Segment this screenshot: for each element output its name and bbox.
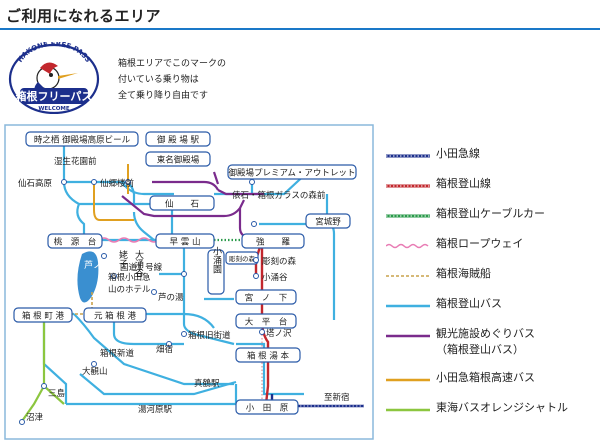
label-okanyama: 大観山: [82, 366, 108, 377]
route-map: 芦ノ湖: [4, 124, 374, 440]
station-hakone-yumoto: 箱 根 湯 本: [235, 347, 301, 363]
station-gotemba-outlet: 御殿場プレミアム・アウトレット: [227, 164, 357, 180]
station-kowakien: [207, 249, 225, 295]
title-divider: [0, 28, 600, 30]
station-gora: 強 羅: [241, 233, 305, 249]
svg-text:仙 石: 仙 石: [165, 199, 199, 210]
label-manazuru: 真鶴駅: [194, 378, 220, 389]
intro-text: 箱根エリアでこのマークの 付いている乗り物は 全て乗り降り自由です: [118, 56, 226, 104]
label-prince: 箱根小田急: [108, 272, 151, 283]
intro-line: 全て乗り降り自由です: [118, 91, 209, 101]
label-shisseikaen: 湿生花園前: [54, 156, 97, 167]
label-prince2: 山のホテル: [108, 284, 151, 295]
svg-text:宮 ノ 下: 宮 ノ 下: [245, 293, 288, 304]
tokai-bus-lines: [19, 314, 65, 425]
svg-text:桃 源 台: 桃 源 台: [54, 237, 97, 248]
station-sounzan: 早 雲 山: [155, 233, 215, 249]
station-odawara: 小 田 原: [235, 399, 299, 415]
svg-text:小 田 原: 小 田 原: [246, 403, 289, 414]
route-map-svg: 芦ノ湖: [4, 124, 374, 440]
svg-text:元 箱 根 港: 元 箱 根 港: [94, 311, 137, 322]
svg-text:御殿場プレミアム・アウトレット: 御殿場プレミアム・アウトレット: [229, 168, 356, 179]
station-togendai: 桃 源 台: [47, 233, 103, 249]
label-tonosawa: 塔ノ沢: [266, 328, 292, 339]
station-chokoku: 彫刻の森: [225, 251, 259, 265]
svg-text:時之栖 御殿場高原ビール: 時之栖 御殿場高原ビール: [34, 135, 131, 146]
label-hatajuku: 畑宿: [156, 344, 173, 355]
station-miyagino: 宮城野: [305, 213, 351, 229]
label-kokudo1: 国道1 号線: [120, 262, 163, 273]
svg-text:箱 根 湯 本: 箱 根 湯 本: [247, 351, 290, 362]
label-ubako: 姥子: [117, 249, 128, 268]
intro-line: 付いている乗り物は: [118, 75, 199, 85]
page-title: ご利用になれるエリア: [6, 7, 162, 25]
label-owakudani: 大涌谷: [133, 249, 144, 278]
label-numazu: 沼津: [26, 412, 44, 423]
kowakien-label: 小涌園: [211, 246, 222, 274]
station-miyanoshita: 宮 ノ 下: [235, 289, 297, 305]
label-kyukaido: 箱根旧街道: [188, 330, 231, 341]
label-kowakudani: 小涌谷: [262, 272, 288, 283]
label-glass-forest: 俵石・箱根ガラスの森前: [232, 190, 326, 201]
label-sengokuro: 仙郷楼前: [100, 178, 135, 189]
lake-label: 芦ノ湖: [84, 260, 111, 271]
station-tomei-gotemba: 東名御殿場: [145, 151, 211, 167]
svg-text:御 殿 場 駅: 御 殿 場 駅: [157, 135, 200, 146]
intro-line: 箱根エリアでこのマークの: [118, 59, 227, 69]
label-sengokuhara: 仙石高原: [18, 178, 52, 189]
station-tokinosumika: 時之栖 御殿場高原ビール: [25, 131, 139, 147]
woodpecker-mascot-icon: [34, 62, 78, 94]
svg-text:彫刻の森: 彫刻の森: [229, 254, 256, 263]
svg-text:宮城野: 宮城野: [315, 217, 341, 228]
label-yugawara: 湯河原駅: [138, 404, 173, 415]
svg-text:東名御殿場: 東名御殿場: [157, 155, 200, 166]
to-shinjuku-label: 至新宿: [324, 392, 350, 403]
svg-text:大 平 台: 大 平 台: [245, 317, 288, 328]
station-ohiradai: 大 平 台: [235, 313, 297, 329]
station-gotemba: 御 殿 場 駅: [145, 131, 211, 147]
station-hakone-machi: 箱 根 町 港: [13, 307, 73, 323]
badge-sub-text: WELCOME: [38, 106, 70, 112]
label-mishima: 三島: [48, 388, 66, 399]
station-sengoku: 仙 石: [149, 195, 215, 211]
svg-text:箱 根 町 港: 箱 根 町 港: [22, 311, 65, 322]
svg-text:強 羅: 強 羅: [256, 237, 291, 248]
label-chokoku-no-mori: 彫刻の森: [262, 256, 297, 267]
station-moto-hakone: 元 箱 根 港: [83, 307, 147, 323]
badge-main-text: 箱根フリーパス: [16, 89, 93, 103]
svg-text:早 雲 山: 早 雲 山: [170, 237, 201, 248]
lake-ashinoko: [77, 251, 99, 303]
stop-markers: [19, 179, 265, 425]
label-ashinoyu: 芦の湯: [158, 292, 184, 303]
free-pass-badge: HAKONE FREE PASS 箱根フリーパス WELCOME: [8, 40, 100, 115]
label-shinkaido: 箱根新道: [100, 348, 135, 359]
